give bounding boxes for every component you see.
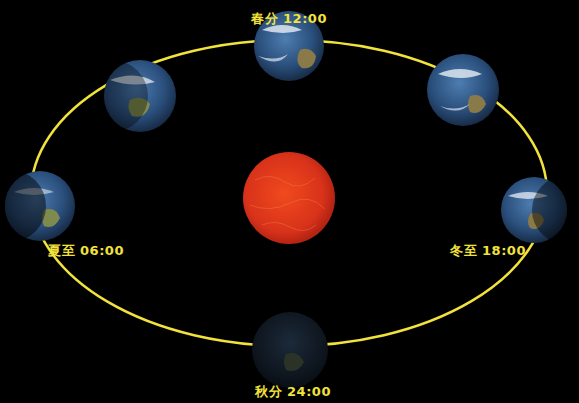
sun-texture [250,176,325,230]
label-text: 冬至 18:00 [450,243,526,258]
label-text: 秋分 24:00 [255,384,331,399]
earth-top-left [76,60,176,132]
sun [243,152,335,244]
label-text: 夏至 06:00 [48,243,124,258]
earth-right [501,176,579,244]
orbit-ellipse [31,40,547,346]
season-label-right: 冬至 18:00 [450,240,526,260]
season-label-bottom: 秋分 24:00 [255,381,331,401]
label-text: 春分 12:00 [251,11,327,26]
season-label-left: 夏至 06:00 [48,240,124,260]
season-label-top: 春分 12:00 [251,8,327,28]
earth-top-right [427,54,499,126]
earth-left [0,170,75,242]
earth-bottom [252,312,328,388]
